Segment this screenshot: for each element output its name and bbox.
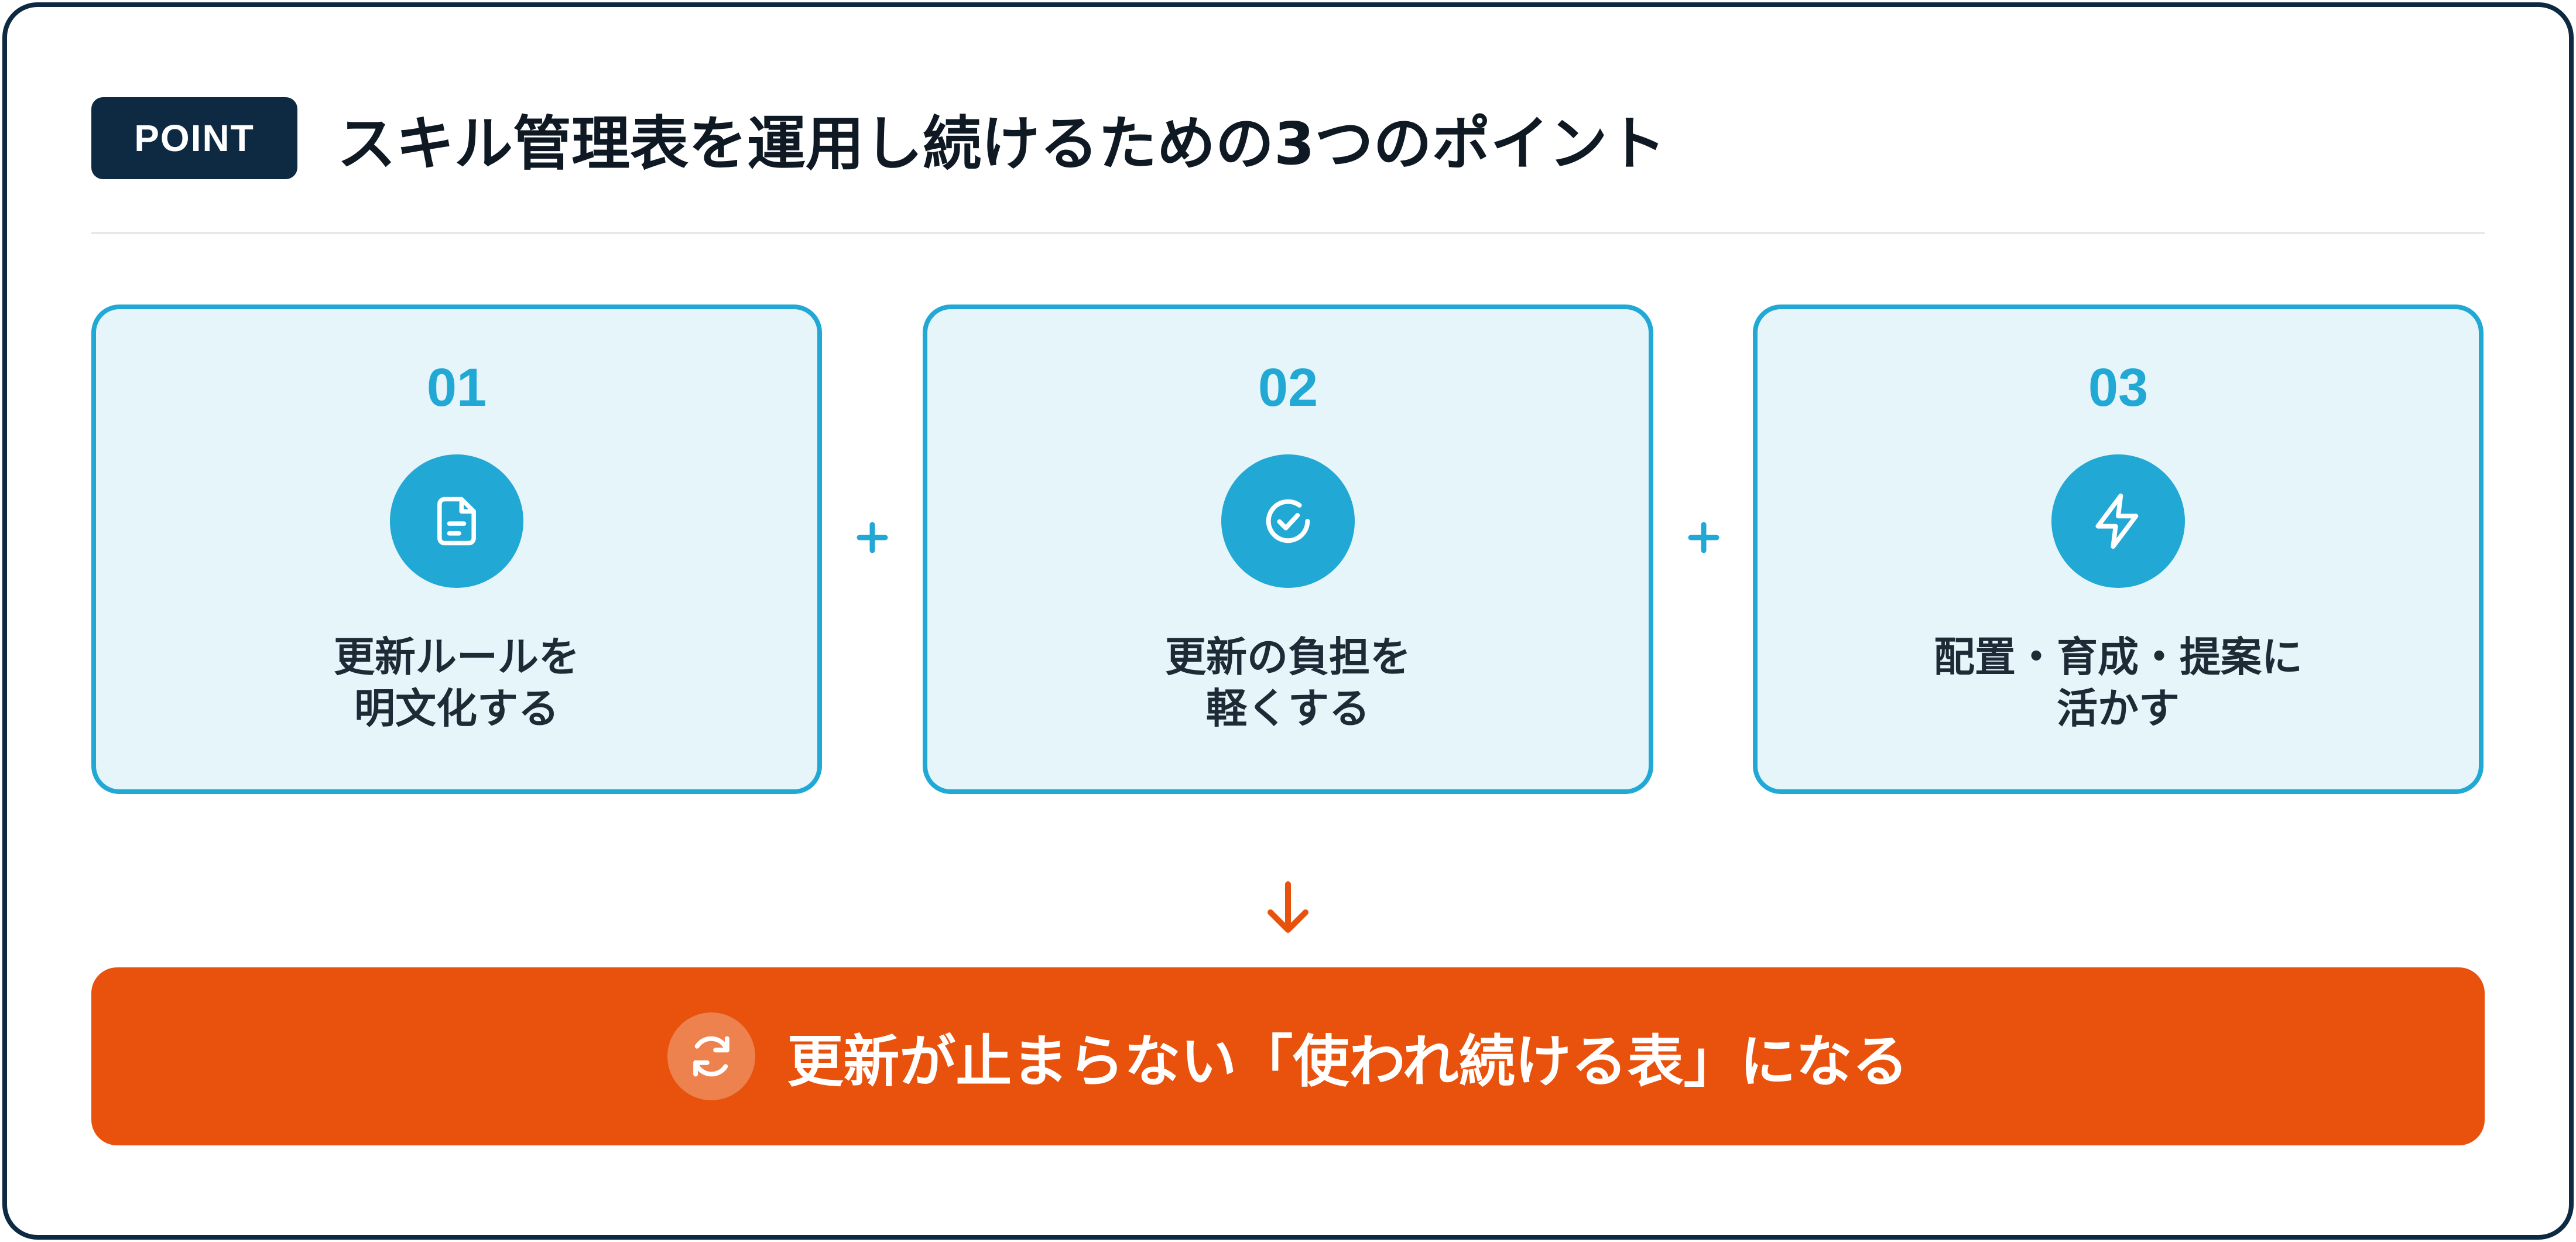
point-label: 更新ルールを 明文化する	[334, 633, 580, 733]
document-icon	[390, 454, 523, 588]
result-banner: 更新が止まらない「使われ続ける表」になる	[91, 967, 2485, 1145]
page-title: スキル管理表を運用し続けるための3つのポイント	[337, 109, 1666, 178]
point-card-03: 03 配置・育成・提案に 活かす	[1753, 304, 2483, 794]
plus-icon	[855, 520, 890, 555]
point-number: 03	[2088, 358, 2149, 418]
point-card-02: 02 更新の負担を 軽くする	[923, 304, 1653, 794]
point-number: 01	[426, 358, 487, 418]
result-text: 更新が止まらない「使われ続ける表」になる	[787, 1028, 1909, 1094]
lightning-icon	[2051, 454, 2185, 588]
point-number: 02	[1258, 358, 1318, 418]
check-circle-icon	[1221, 454, 1355, 588]
refresh-icon	[667, 1012, 756, 1100]
point-label: 更新の負担を 軽くする	[1165, 633, 1411, 733]
point-card-01: 01 更新ルールを 明文化する	[91, 304, 822, 794]
point-label: 配置・育成・提案に 活かす	[1934, 633, 2303, 733]
point-badge: POINT	[91, 97, 297, 179]
plus-icon	[1686, 520, 1721, 555]
arrow-down-icon	[1262, 878, 1314, 937]
title-divider	[91, 232, 2485, 234]
